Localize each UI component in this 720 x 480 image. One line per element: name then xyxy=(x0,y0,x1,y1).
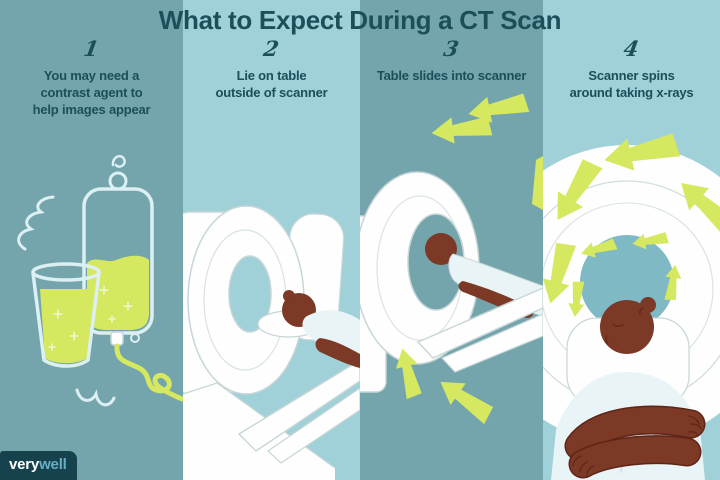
logo-well: well xyxy=(39,456,67,473)
step-panel-1: 1 You may need a contrast agent to help … xyxy=(0,0,183,480)
step3-number: 3 xyxy=(441,36,462,61)
step4-illustration xyxy=(543,128,720,480)
iv-bag xyxy=(82,154,183,402)
patient-head xyxy=(425,233,457,265)
step1-caption: You may need a contrast agent to help im… xyxy=(32,68,151,117)
verywell-logo: verywell xyxy=(0,451,77,480)
contrast-glass xyxy=(31,262,101,368)
step2-header: 2 Lie on table outside of scanner xyxy=(183,36,360,102)
step1-illustration xyxy=(17,154,183,407)
step2-number: 2 xyxy=(261,36,282,61)
patient-arm xyxy=(570,436,700,477)
step1-header: 1 You may need a contrast agent to help … xyxy=(0,36,183,119)
patient xyxy=(551,297,706,480)
step-panel-3: 3 Table slides into scanner xyxy=(360,0,543,480)
step4-number: 4 xyxy=(621,36,642,61)
step-panel-2: 2 Lie on table outside of scanner xyxy=(183,0,360,480)
patient-arm xyxy=(566,407,704,459)
logo-very: very xyxy=(9,456,40,473)
step2-caption: Lie on table outside of scanner xyxy=(215,68,328,100)
patient-arm xyxy=(315,338,360,368)
splash-squiggle xyxy=(75,388,116,407)
step3-caption: Table slides into scanner xyxy=(376,68,527,83)
scan-table xyxy=(237,359,360,464)
scan-table xyxy=(416,287,543,373)
ct-scanner xyxy=(183,205,345,480)
step4-header: 4 Scanner spins around taking x-rays xyxy=(543,36,720,102)
patient xyxy=(257,290,360,368)
step3-header: 3 Table slides into scanner xyxy=(360,36,543,85)
step3-illustration xyxy=(360,89,543,428)
page-title: What to Expect During a CT Scan xyxy=(158,5,562,35)
ct-scanner xyxy=(360,171,480,393)
steam-squiggle xyxy=(17,195,55,251)
step4-caption: Scanner spins around taking x-rays xyxy=(569,68,694,100)
step2-illustration xyxy=(183,205,360,480)
slide-arrows xyxy=(391,89,543,428)
step1-number: 1 xyxy=(81,36,102,61)
step-panel-4: 4 Scanner spins around taking x-rays xyxy=(543,0,720,480)
